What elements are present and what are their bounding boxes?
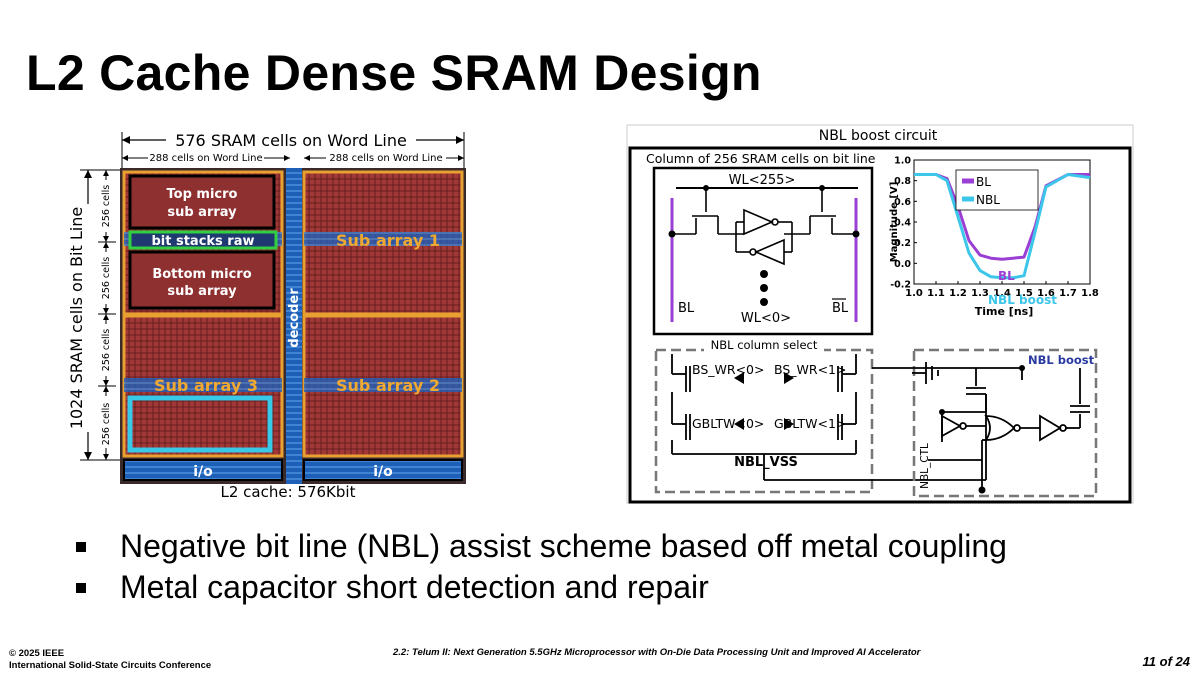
copyright: © 2025 IEEE [9,648,65,659]
blb-label: BL [832,301,849,316]
ellipsis-dot-1 [760,270,768,278]
seg-label-4: 256 cells [101,403,112,445]
x-tick-label: 1.4 [993,288,1011,299]
legend-box [955,169,1039,211]
sram-column-box [652,166,874,336]
bullet-2-text: Metal capacitor short detection and repa… [120,569,709,605]
bullet-square-icon [76,582,86,593]
x-tick-label: 1.1 [927,288,945,299]
x-axis-title: Time [ns] [975,305,1033,318]
ellipsis-dot-2 [760,284,768,292]
bs-wr0-label: BS_WR<0> [692,362,765,377]
nbl-circuit-title: NBL boost circuit [819,128,938,144]
legend-label-nbl: NBL [976,193,1000,207]
y-tick-label: 0.0 [894,259,911,270]
nbl-ctl-label: NBL_CTL [919,443,931,489]
y-tick-label: 0.2 [894,238,911,249]
sub-array-2-label: Sub array 2 [336,376,440,395]
y-tick-label: 0.4 [894,218,911,229]
word-line-label: 576 SRAM cells on Word Line [175,131,407,150]
nbl-circuit-figure: NBL boost circuit Column of 256 SRAM cel… [626,124,1134,504]
bl-label: BL [678,301,695,316]
bullet-2: Metal capacitor short detection and repa… [72,569,709,606]
bullet-1: Negative bit line (NBL) assist scheme ba… [72,528,1007,565]
wl-bottom-label: WL<0> [741,311,791,326]
legend-label-bl: BL [976,175,991,189]
io-left [123,459,283,481]
x-tick-label: 1.5 [1015,288,1033,299]
sub-array-3-label: Sub array 3 [154,376,258,395]
sram-floorplan-figure: 576 SRAM cells on Word Line 288 cells on… [67,130,466,501]
bullet-1-text: Negative bit line (NBL) assist scheme ba… [120,528,1007,564]
x-tick-label: 1.3 [971,288,989,299]
nbl-boost-box [912,348,1098,498]
column-select-label: NBL column select [711,338,818,352]
sub-array-1-label: Sub array 1 [336,231,440,250]
half-word-line-left: 288 cells on Word Line [149,153,262,164]
seg-label-3: 256 cells [101,329,112,371]
paper-reference: 2.2: Telum II: Next Generation 5.5GHz Mi… [393,647,921,658]
x-tick-label: 1.0 [905,288,923,299]
y-tick-label: 0.8 [894,176,911,187]
x-tick-label: 1.7 [1059,288,1077,299]
bottom-micro-sub-array [128,250,276,310]
decoder-label: decoder [287,288,302,348]
bit-stacks-label: bit stacks raw [151,234,254,249]
bs-wr1-label: BS_WR<1> [774,362,847,377]
y-tick-label: 0.6 [894,197,911,208]
floorplan-caption: L2 cache: 576Kbit [221,483,356,501]
annotation-bl: BL [998,269,1015,283]
annotation-nbl-boost: NBL boost [988,293,1057,307]
top-micro-sub-array [128,174,276,230]
column-label: Column of 256 SRAM cells on bit line [646,151,876,166]
repair-region-highlight [127,395,273,453]
slide-title: L2 Cache Dense SRAM Design [26,45,762,101]
wl-top-label: WL<255> [729,173,796,188]
footer-left: © 2025 IEEE International Solid-State Ci… [9,648,211,672]
nbl-boost-label: NBL boost [1028,353,1095,367]
seg-label-2: 256 cells [101,257,112,299]
io-right-label: i/o [373,464,393,480]
y-tick-label: -0.2 [890,280,911,291]
gbltw0-label: GBLTW<0> [692,416,764,431]
y-axis-title: Magnitude [V] [889,182,900,263]
gbltw1-label: GBLTW<1> [774,416,846,431]
half-word-line-right: 288 cells on Word Line [329,153,442,164]
bit-stacks-raw [128,230,278,250]
seg-label-1: 256 cells [101,185,112,227]
bit-line-label: 1024 SRAM cells on Bit Line [67,207,86,429]
nbl-vss-label: NBL_VSS [734,455,798,470]
decoder-column [286,168,302,484]
nbl-boost-schematic [872,362,1090,490]
io-left-label: i/o [193,464,213,480]
conference-name: International Solid-State Circuits Confe… [9,660,212,671]
waveform-chart: 1.0 0.8 0.6 0.4 0.2 0.0 -0.2 1.0 1.1 1.2 1.3 1.4 1.… [889,156,1099,319]
page-number: 11 of 24 [1142,654,1190,669]
bullet-square-icon [76,541,86,552]
sram-cell-schematic [672,188,856,266]
io-right [303,459,463,481]
series-line-nbl [914,173,1091,280]
x-tick-label: 1.2 [949,288,967,299]
y-tick-label: 1.0 [894,156,911,167]
x-tick-label: 1.6 [1037,288,1055,299]
x-tick-label: 1.8 [1081,288,1099,299]
ellipsis-dot-3 [760,298,768,306]
